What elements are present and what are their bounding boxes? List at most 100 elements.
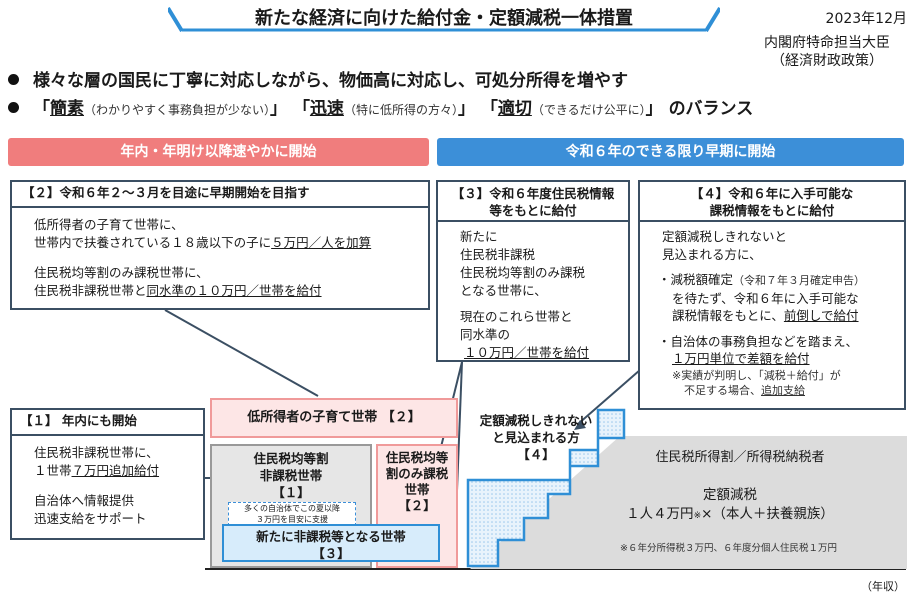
- box-measure-4-body: 定額減税しきれないと 見込まれる方に、 ・減税額確定（令和７年３月確定申告） を…: [658, 228, 865, 398]
- note-text: 不足する場合、: [684, 383, 761, 397]
- document-date: 2023年12月: [825, 11, 907, 27]
- box-measure-2: 【２】令和６年２～３月を目途に早期開始を目指す 低所得者の子育て世帯に、 世帯内…: [10, 180, 430, 310]
- highlight-amount: ７万円追加給付: [71, 463, 160, 478]
- highlight-amount: １０万円／世帯を給付: [464, 345, 590, 360]
- nontax-note: 多くの自治体でこの夏以降 ３万円を目安に支援: [228, 502, 356, 526]
- flat-tax-cut: 定額減税 １人４万円※×（本人＋扶養親族）: [600, 486, 860, 526]
- balance-text: のバランス: [668, 99, 754, 119]
- stairs-line: と見込まれる方: [492, 430, 580, 445]
- box-measure-3-head: 【３】令和６年度住民税情報 等をもとに給付: [438, 182, 628, 222]
- label-line: 【３】: [312, 546, 350, 561]
- label-line: 新たに非課税等となる世帯: [256, 529, 406, 544]
- ministry-line-1: 内閣府特命担当大臣: [764, 35, 890, 51]
- label-line: 住民税均等割: [253, 451, 329, 466]
- label-line: 【１】: [272, 485, 310, 500]
- box-measure-2-body: 低所得者の子育て世帯に、 世帯内で扶養されている１８歳以下の子に５万円／人を加算…: [34, 216, 371, 300]
- text-line: 課税情報をもとに、: [672, 308, 784, 323]
- box-measure-3: 【３】令和６年度住民税情報 等をもとに給付 新たに 住民税非課税 住民税均等割の…: [436, 180, 630, 362]
- text-line: ・減税額確定: [658, 272, 734, 287]
- text-line: 同水準の: [460, 327, 511, 342]
- text-line: 住民税均等割のみ課税世帯に、: [34, 265, 209, 280]
- highlight-amount: 前倒しで給付: [783, 308, 859, 323]
- text-line: 低所得者の子育て世帯に、: [34, 217, 184, 232]
- bullet-2: 「簡素（わかりやすく事務負担が少ない）」 「迅速（特に低所得の方々）」 「適切（…: [8, 94, 753, 119]
- connector-box4: [577, 369, 641, 425]
- text-line: 定額減税しきれないと: [662, 229, 788, 244]
- bracket: 「: [292, 99, 310, 119]
- label-line: 割のみ課税: [385, 466, 449, 481]
- stairs-label: 定額減税しきれない と見込まれる方 【４】: [470, 412, 602, 463]
- box-measure-4-head: 【４】令和６年に入手可能な 課税情報をもとに給付: [640, 182, 904, 222]
- box-measure-1-head: 【１】 年内にも開始: [12, 410, 203, 436]
- nontax-label: 住民税均等割 非課税世帯 【１】: [212, 450, 370, 501]
- bracket: 」: [457, 99, 475, 119]
- label-line: 非課税世帯: [259, 468, 323, 483]
- banner-early-start: 年内・年明け以降速やかに開始: [8, 138, 429, 166]
- kinto-only-household-box: 住民税均等 割のみ課税 世帯 【２】: [376, 444, 458, 568]
- head-line: 【３】令和６年度住民税情報: [451, 186, 615, 201]
- child-household-bar: 低所得者の子育て世帯 【２】: [210, 398, 458, 438]
- head-line: 等をもとに給付: [489, 203, 577, 218]
- note-mark: ※: [693, 511, 702, 521]
- highlight-amount: 同水準の１０万円／世帯を給付: [146, 283, 322, 298]
- box-measure-1: 【１】 年内にも開始 住民税非課税世帯に、 １世帯７万円追加給付 自治体へ情報提…: [10, 408, 205, 540]
- note-highlight: 追加支給: [761, 383, 805, 397]
- keyword-fast: 迅速: [309, 99, 344, 119]
- bracket: 「: [33, 99, 50, 119]
- label-line: 【２】: [398, 498, 436, 513]
- stairs-line: 定額減税しきれない: [479, 413, 593, 428]
- text-line: 現在のこれら世帯と: [460, 309, 573, 324]
- label-line: 住民税均等: [385, 450, 449, 465]
- banner-reiwa6-start: 令和６年のできる限り早期に開始: [437, 138, 904, 166]
- ministry-label: 内閣府特命担当大臣 （経済財政政策）: [747, 34, 907, 70]
- note-line: ３万円を目安に支援: [256, 515, 328, 524]
- page-title: 新たな経済に向けた給付金・定額減税一体措置: [255, 8, 633, 29]
- bullet-dot-icon: [8, 74, 19, 85]
- keyword-simple: 簡素: [50, 99, 84, 119]
- new-nontax-bar: 新たに非課税等となる世帯 【３】: [222, 524, 440, 562]
- text-line: 迅速支給をサポート: [34, 511, 147, 526]
- flat-tax-amount: １人４万円: [626, 506, 694, 522]
- bullet-dot-icon: [8, 102, 19, 113]
- arrowhead-icon: [574, 420, 586, 430]
- text-line: １世帯: [34, 463, 72, 478]
- flat-tax-formula: ×（本人＋扶養親族）: [701, 506, 834, 522]
- bracket: 「: [480, 99, 498, 119]
- label-line: 世帯: [404, 482, 430, 497]
- text-line: となる世帯に、: [460, 283, 547, 298]
- highlight-amount: ５万円／人を加算: [271, 235, 372, 250]
- title-banner: 新たな経済に向けた給付金・定額減税一体措置: [168, 6, 720, 32]
- head-line: 【４】令和６年に入手可能な: [690, 186, 854, 201]
- taxpayer-label: 住民税所得割／所得税納税者: [655, 450, 825, 465]
- note-text: ※実績が判明し、「減税＋給付」が: [672, 368, 841, 382]
- note-line: 多くの自治体でこの夏以降: [244, 504, 340, 513]
- x-axis-label: （年収）: [861, 580, 905, 593]
- keyword-simple-note: （わかりやすく事務負担が少ない）: [84, 103, 271, 117]
- head-line: 課税情報をもとに給付: [709, 203, 835, 218]
- bullet-1: 様々な層の国民に丁寧に対応しながら、物価高に対応し、可処分所得を増やす: [8, 66, 628, 91]
- text-line: 自治体へ情報提供: [34, 493, 135, 508]
- flat-tax-title: 定額減税: [703, 487, 757, 503]
- box-measure-1-body: 住民税非課税世帯に、 １世帯７万円追加給付 自治体へ情報提供 迅速支給をサポート: [34, 444, 159, 528]
- taxpayer-area: [470, 436, 907, 569]
- bracket: 」: [270, 99, 288, 119]
- highlight-amount: １万円単位で差額を給付: [672, 351, 810, 366]
- stairs-shape: [466, 408, 626, 568]
- keyword-fast-note: （特に低所得の方々）: [343, 103, 458, 117]
- bracket: 」: [645, 99, 663, 119]
- keyword-fair-note: （できるだけ公平に）: [531, 103, 646, 117]
- stairs-line: 【４】: [517, 447, 555, 462]
- text-line: ・自治体の事務負担などを踏まえ、: [658, 333, 859, 349]
- text-line: 住民税均等割のみ課税: [460, 265, 586, 280]
- title-frame: [168, 6, 720, 32]
- text-line: 住民税非課税世帯と: [34, 283, 147, 298]
- text-line: 住民税非課税世帯に、: [34, 445, 159, 460]
- text-line: 世帯内で扶養されている１８歳以下の子に: [34, 235, 272, 250]
- kinto-label: 住民税均等 割のみ課税 世帯 【２】: [378, 450, 456, 514]
- box-measure-3-body: 新たに 住民税非課税 住民税均等割のみ課税 となる世帯に、 現在のこれら世帯と …: [460, 228, 589, 362]
- keyword-fair: 適切: [497, 99, 532, 119]
- text-line: を待たず、令和６年に入手可能な: [672, 290, 859, 306]
- box-measure-4: 【４】令和６年に入手可能な 課税情報をもとに給付 定額減税しきれないと 見込まれ…: [638, 180, 906, 410]
- text-line: 新たに: [460, 229, 498, 244]
- text-line: 見込まれる方に、: [662, 246, 762, 262]
